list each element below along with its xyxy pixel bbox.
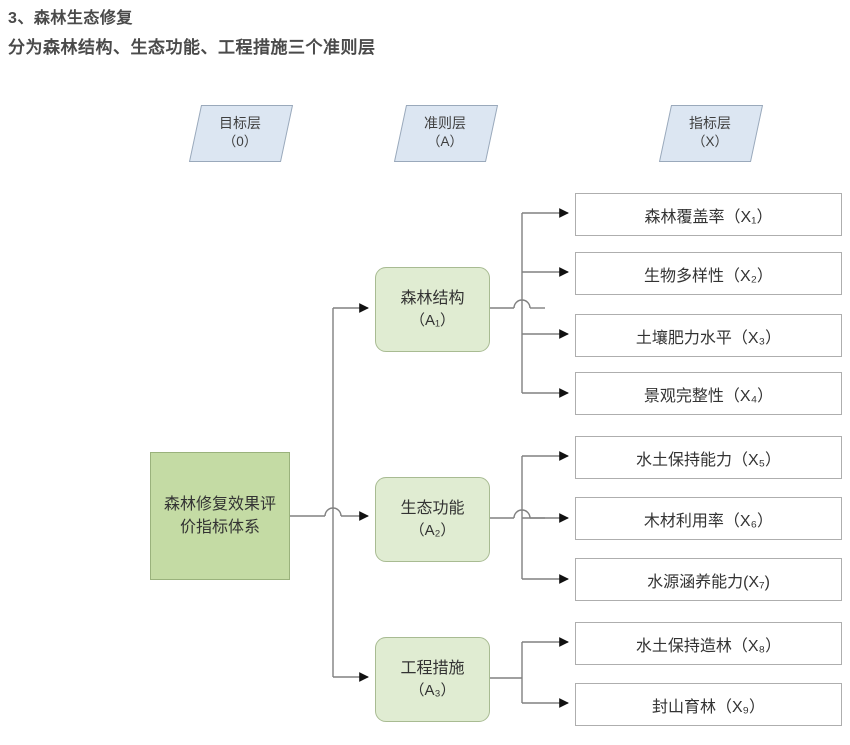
criteria-title-engineering-measure: 工程措施 [400,659,465,677]
legend-title-goal-layer: 目标层 [219,114,261,131]
criteria-code-ecological-function: （A₂） [409,522,456,540]
criteria-node-engineering-measure[interactable]: 工程措施 （A₃） [375,637,490,722]
indicator-box-soil-water-conservation[interactable]: 水土保持能力（X₅） [575,436,842,479]
legend-label-goal-layer: 目标层 （0） [195,105,285,160]
indicator-box-timber-utilization-rate[interactable]: 木材利用率（X₆） [575,497,842,540]
section-heading-title: 3、森林生态修复 [8,10,133,27]
indicator-box-landscape-integrity[interactable]: 景观完整性（X₄） [575,372,842,415]
criteria-code-engineering-measure: （A₃） [409,682,456,700]
criteria-title-forest-structure: 森林结构 [400,289,465,307]
criteria-title-ecological-function: 生态功能 [400,499,465,517]
indicator-box-biodiversity[interactable]: 生物多样性（X₂） [575,252,842,295]
indicator-box-water-conservation[interactable]: 水源涵养能力(X₇) [575,558,842,601]
section-heading-subtitle: 分为森林结构、生态功能、工程措施三个准则层 [8,38,376,57]
indicator-box-mountain-closure-afforestation[interactable]: 封山育林（X₉） [575,683,842,726]
legend-label-criteria-layer: 准则层 （A） [400,105,490,160]
legend-title-indicator-layer: 指标层 [689,114,731,131]
indicator-box-soil-conservation-afforestation[interactable]: 水土保持造林（X₈） [575,622,842,665]
indicator-box-soil-fertility-level[interactable]: 土壤肥力水平（X₃） [575,314,842,357]
root-node-evaluation-index-system[interactable]: 森林修复效果评价指标体系 [150,452,290,580]
legend-label-indicator-layer: 指标层 （X） [665,105,755,160]
legend-code-goal-layer: （0） [222,133,258,149]
criteria-node-forest-structure[interactable]: 森林结构 （A₁） [375,267,490,352]
legend-code-indicator-layer: （X） [691,133,728,149]
legend-code-criteria-layer: （A） [426,133,463,149]
indicator-box-forest-coverage-rate[interactable]: 森林覆盖率（X₁） [575,193,842,236]
criteria-node-ecological-function[interactable]: 生态功能 （A₂） [375,477,490,562]
criteria-code-forest-structure: （A₁） [409,312,456,330]
legend-title-criteria-layer: 准则层 [424,114,466,131]
